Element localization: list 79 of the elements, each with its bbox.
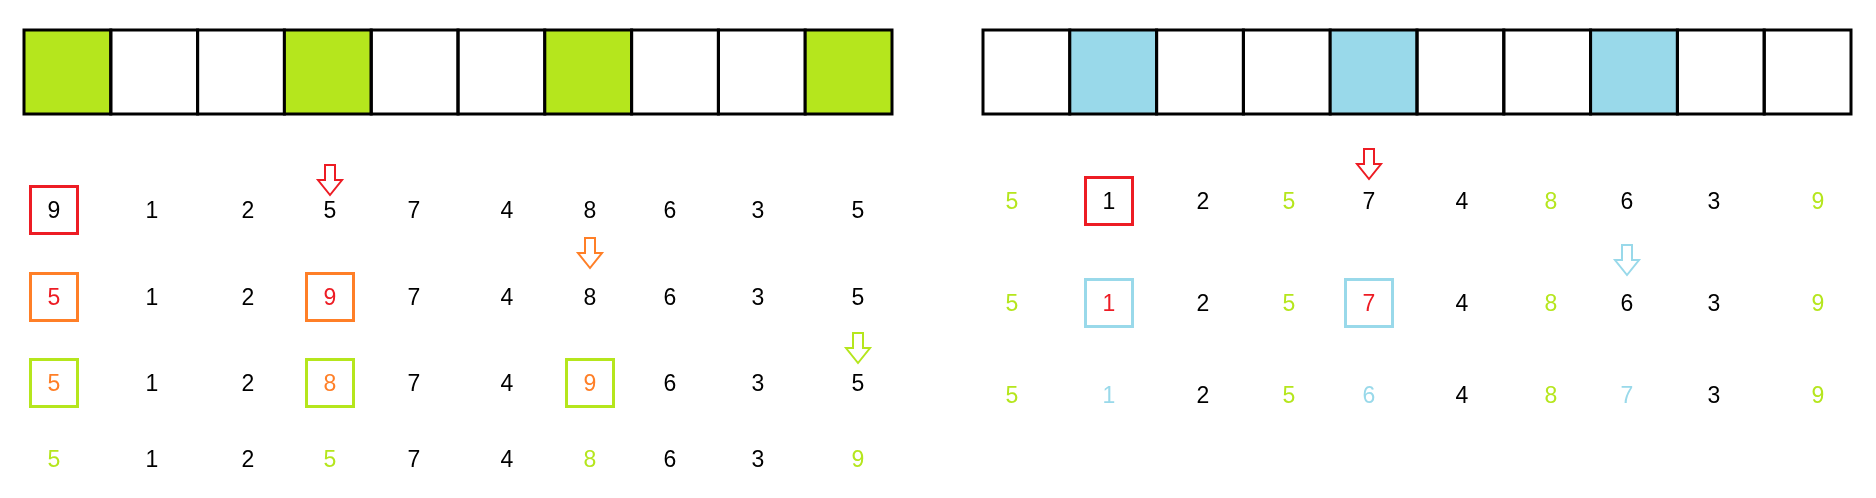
array-value: 5 — [1005, 189, 1019, 213]
array-value: 8 — [583, 285, 597, 309]
highlight-box — [565, 358, 615, 408]
array-value: 5 — [323, 447, 337, 471]
array-value: 5 — [851, 371, 865, 395]
array-value: 2 — [241, 447, 255, 471]
array-value: 1 — [145, 285, 159, 309]
highlight-box — [29, 185, 79, 235]
array-value: 6 — [1362, 383, 1376, 407]
array-value: 7 — [407, 447, 421, 471]
array-value: 7 — [407, 198, 421, 222]
array-value: 4 — [500, 285, 514, 309]
array-value: 4 — [500, 371, 514, 395]
array-value: 8 — [583, 198, 597, 222]
array-value: 5 — [323, 198, 337, 222]
array-value: 9 — [1811, 189, 1825, 213]
array-value: 8 — [1544, 291, 1558, 315]
highlight-box — [29, 358, 79, 408]
array-value: 2 — [1196, 291, 1210, 315]
array-value: 3 — [751, 285, 765, 309]
array-value: 4 — [500, 447, 514, 471]
highlight-box — [1084, 176, 1134, 226]
array-value: 3 — [1707, 383, 1721, 407]
highlight-box — [1344, 278, 1394, 328]
array-value: 5 — [1282, 291, 1296, 315]
array-value: 6 — [1620, 291, 1634, 315]
highlight-box — [305, 272, 355, 322]
array-value: 7 — [1620, 383, 1634, 407]
array-value: 6 — [663, 371, 677, 395]
array-value: 1 — [145, 447, 159, 471]
array-value: 7 — [1362, 291, 1376, 315]
highlight-box — [305, 358, 355, 408]
highlight-box — [29, 272, 79, 322]
array-value: 9 — [851, 447, 865, 471]
array-value: 5 — [47, 285, 61, 309]
array-value: 9 — [47, 198, 61, 222]
array-value: 1 — [145, 198, 159, 222]
array-value: 8 — [583, 447, 597, 471]
array-value: 7 — [407, 285, 421, 309]
array-value: 5 — [1282, 189, 1296, 213]
array-value: 7 — [1362, 189, 1376, 213]
array-value: 6 — [663, 447, 677, 471]
array-value: 5 — [1282, 383, 1296, 407]
array-value: 4 — [1455, 383, 1469, 407]
array-value: 3 — [1707, 291, 1721, 315]
array-value: 4 — [500, 198, 514, 222]
array-value: 2 — [241, 198, 255, 222]
array-value: 9 — [583, 371, 597, 395]
array-value: 1 — [1102, 383, 1116, 407]
array-value: 1 — [145, 371, 159, 395]
array-value: 4 — [1455, 189, 1469, 213]
array-value: 3 — [751, 447, 765, 471]
array-value: 5 — [851, 285, 865, 309]
array-value: 5 — [851, 198, 865, 222]
array-value: 4 — [1455, 291, 1469, 315]
array-value: 6 — [1620, 189, 1634, 213]
array-value: 6 — [663, 285, 677, 309]
array-value: 3 — [1707, 189, 1721, 213]
array-value: 3 — [751, 198, 765, 222]
array-value: 9 — [323, 285, 337, 309]
array-value: 5 — [47, 447, 61, 471]
array-value: 6 — [663, 198, 677, 222]
array-value: 8 — [323, 371, 337, 395]
array-value: 9 — [1811, 291, 1825, 315]
array-value: 8 — [1544, 383, 1558, 407]
array-value: 1 — [1102, 189, 1116, 213]
array-value: 5 — [1005, 383, 1019, 407]
array-value: 5 — [47, 371, 61, 395]
array-value: 8 — [1544, 189, 1558, 213]
array-value: 3 — [751, 371, 765, 395]
array-value: 7 — [407, 371, 421, 395]
highlight-box — [1084, 278, 1134, 328]
array-value: 5 — [1005, 291, 1019, 315]
array-value: 2 — [1196, 383, 1210, 407]
array-value: 9 — [1811, 383, 1825, 407]
array-value: 1 — [1102, 291, 1116, 315]
array-value: 2 — [1196, 189, 1210, 213]
array-value: 2 — [241, 371, 255, 395]
array-value: 2 — [241, 285, 255, 309]
